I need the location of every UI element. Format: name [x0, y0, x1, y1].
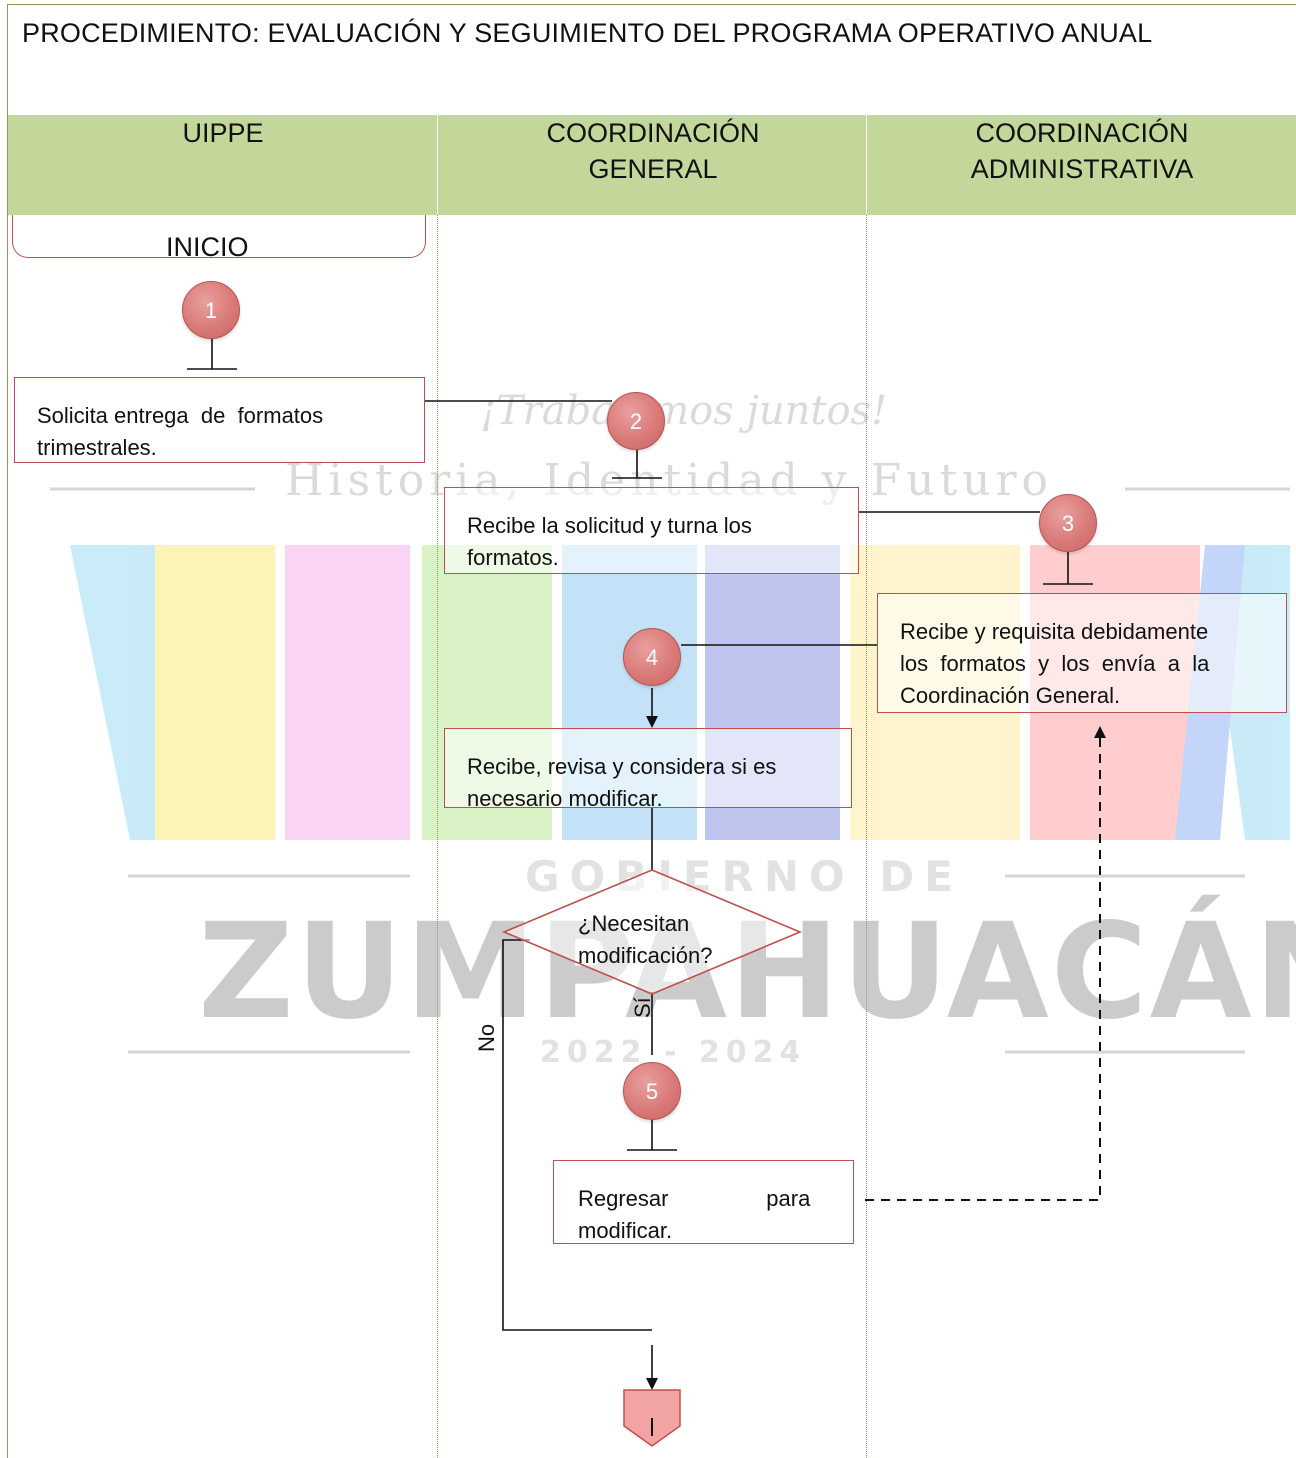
lane-divider [437, 215, 438, 1458]
step-number-1: 1 [182, 281, 240, 339]
step-3-text-line2: los formatos y los envía a la [900, 651, 1210, 676]
step-number-4: 4 [623, 628, 681, 686]
decision-text-line2: modificación? [578, 943, 713, 968]
decision-text: ¿Necesitan modificación? [560, 908, 760, 972]
swimlane-header: UIPPE COORDINACIÓN GENERAL COORDINACIÓN … [8, 115, 1296, 215]
step-1-text-line1: Solicita entrega de formatos [37, 403, 324, 428]
lane-header-label-line2: ADMINISTRATIVA [970, 154, 1194, 184]
frame-top-line [8, 4, 1296, 5]
lane-divider [866, 215, 867, 1458]
step-2-box: Recibe la solicitud y turna los formatos… [444, 487, 859, 574]
lane-header-uippe: UIPPE [8, 115, 438, 215]
lane-header-coordinacion-general: COORDINACIÓN GENERAL [438, 115, 868, 215]
step-2-text-line1: Recibe la solicitud y turna los [467, 513, 752, 538]
procedure-title: PROCEDIMIENTO: EVALUACIÓN Y SEGUIMIENTO … [22, 18, 1153, 48]
lane-header-label-line1: COORDINACIÓN [546, 118, 760, 148]
step-number-3: 3 [1039, 494, 1097, 552]
step-3-text-line1: Recibe y requisita debidamente [900, 619, 1209, 644]
step-number-2: 2 [607, 392, 665, 450]
decision-no-label: No [474, 1023, 499, 1052]
start-label: INICIO [166, 232, 249, 262]
frame-left-line [7, 4, 8, 1458]
step-3-text-line3: Coordinación General. [900, 683, 1121, 708]
step-5-text-line2: modificar. [578, 1218, 673, 1243]
decision-text-line1: ¿Necesitan [578, 911, 690, 936]
lane-header-uippe-label: UIPPE [182, 118, 264, 148]
watermark-tagline: ¡Trabajemos juntos! [480, 388, 888, 434]
watermark-years: 2022 - 2024 [540, 1035, 807, 1070]
step-3-box: Recibe y requisita debidamente los forma… [877, 593, 1287, 713]
step-4-text-line2: necesario modificar. [467, 786, 663, 811]
lane-header-coordinacion-administrativa: COORDINACIÓN ADMINISTRATIVA [868, 115, 1296, 215]
step-5-text-line1: Regresar para [578, 1186, 811, 1211]
lane-header-label-line1: COORDINACIÓN [975, 118, 1189, 148]
decision-yes-label: Sí [630, 997, 655, 1018]
step-4-text-line1: Recibe, revisa y considera si es [467, 754, 777, 779]
start-terminal [12, 215, 426, 258]
lane-header-label-line2: GENERAL [588, 154, 718, 184]
step-1-text-line2: trimestrales. [37, 435, 157, 460]
step-2-text-line2: formatos. [467, 545, 559, 570]
header-divider [866, 115, 867, 215]
step-4-box: Recibe, revisa y considera si es necesar… [444, 728, 852, 811]
header-divider [437, 115, 438, 215]
step-5-box: Regresar para modificar. [553, 1160, 854, 1244]
step-number-5: 5 [623, 1062, 681, 1120]
step-1-box: Solicita entrega de formatos trimestrale… [14, 377, 425, 463]
